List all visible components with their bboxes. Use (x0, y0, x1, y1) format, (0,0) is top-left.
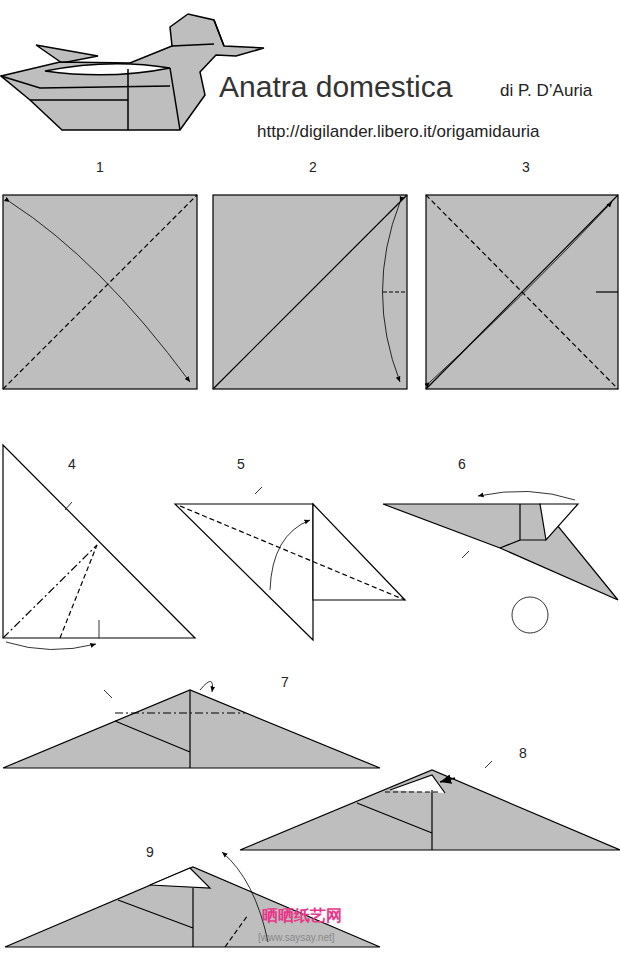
step-number: 3 (522, 160, 530, 174)
step-4 (3, 445, 195, 650)
url: http://digilander.libero.it/origamidauri… (257, 123, 540, 140)
step-number: 2 (309, 160, 317, 174)
step-7 (3, 681, 380, 768)
step-2 (213, 195, 407, 389)
author: di P. D’Auria (500, 82, 592, 99)
step-1 (3, 195, 197, 389)
step-3 (426, 195, 618, 389)
step-9 (5, 852, 380, 947)
watermark: 晒晒纸艺网 (262, 908, 342, 924)
title: Anatra domestica (219, 72, 452, 102)
step-number: 6 (458, 457, 466, 471)
step-number: 4 (68, 457, 76, 471)
step-number: 7 (281, 675, 289, 689)
step-number: 5 (237, 457, 245, 471)
step-6 (383, 491, 618, 633)
step-number: 1 (96, 160, 104, 174)
watermark: [www.saysay.net] (258, 933, 335, 943)
step-5 (175, 487, 405, 640)
step-number: 9 (146, 845, 154, 859)
step-8 (240, 761, 620, 850)
step-number: 8 (519, 746, 527, 760)
